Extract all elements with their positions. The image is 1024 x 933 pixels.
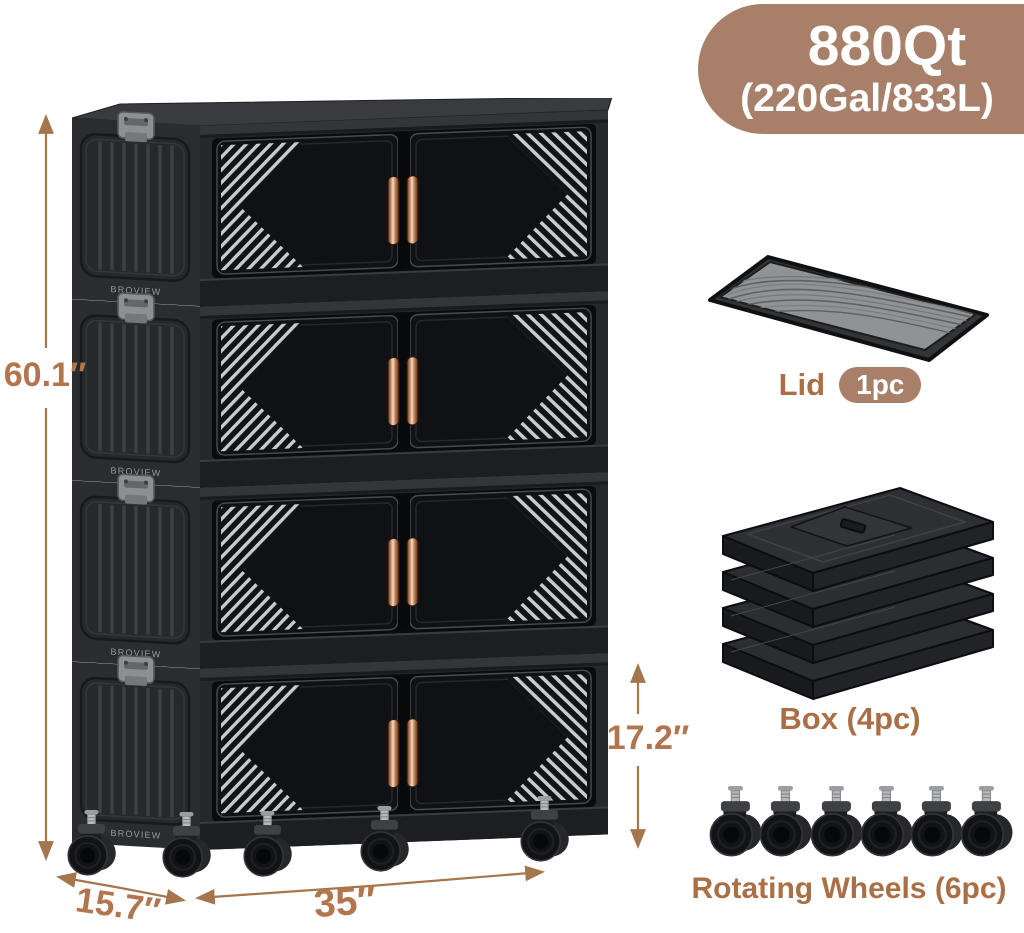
cabinet-image: BROVIEW BROVIEW BROVIEW BROVIEW <box>67 98 613 878</box>
lid-label-row: Lid 1pc <box>700 366 1000 404</box>
brand-logo: BROVIEW <box>111 828 162 841</box>
capacity-badge: 880Qt (220Gal/833L) <box>698 4 1024 134</box>
cabinet-front-face <box>199 109 609 851</box>
dimension-unit-height-label: 17.2″ <box>606 719 690 757</box>
wheels-label: Rotating Wheels (6pc) <box>691 872 1007 905</box>
lid-image <box>708 255 989 362</box>
dimension-height-label: 60.1″ <box>3 356 87 394</box>
cabinet-side-face: BROVIEW BROVIEW BROVIEW BROVIEW <box>70 107 202 852</box>
lid-count-badge: 1pc <box>839 367 922 403</box>
wheels-image <box>709 784 1014 857</box>
capacity-quarts: 880Qt <box>807 14 967 78</box>
folded-boxes <box>722 487 994 700</box>
dimension-depth-label: 15.7″ <box>73 880 163 931</box>
box-label: Box (4pc) <box>779 701 921 736</box>
capacity-gallons-liters: (220Gal/833L) <box>740 77 994 120</box>
dimension-width-label: 35″ <box>312 878 378 927</box>
box-stack-image <box>722 487 994 700</box>
lid-label: Lid <box>778 367 826 402</box>
